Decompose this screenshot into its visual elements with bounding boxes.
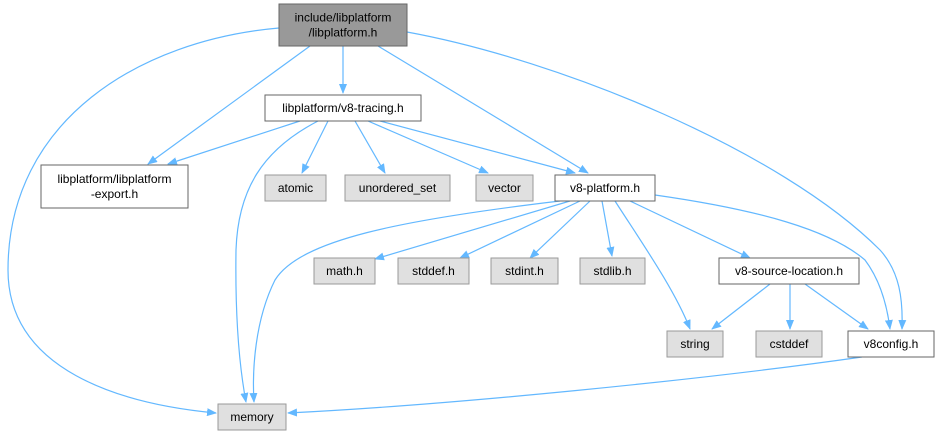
edge-tracing-to-platform <box>379 120 576 175</box>
node-label: stdint.h <box>505 264 544 278</box>
node-box <box>217 403 287 431</box>
node-cstddef: cstddef <box>755 330 823 358</box>
edge-root-to-export <box>147 45 311 165</box>
node-box <box>490 257 559 285</box>
node-box <box>579 257 646 285</box>
node-box <box>264 174 327 202</box>
edge-v8config-to-memory <box>287 356 863 417</box>
edge-platform-to-v8config <box>654 194 893 330</box>
edge-line <box>301 120 329 174</box>
node-box <box>666 330 724 358</box>
edge-line <box>406 31 907 330</box>
edge-platform-to-srcloc <box>629 200 751 259</box>
edge-tracing-to-vector <box>367 120 489 174</box>
edge-line <box>529 200 591 259</box>
edge-srcloc-to-string <box>711 283 771 330</box>
edge-line <box>654 194 893 330</box>
edge-srcloc-to-v8config <box>804 283 869 330</box>
node-v8config[interactable]: v8config.h <box>847 330 935 358</box>
node-box <box>475 174 534 202</box>
edge-line <box>287 356 863 417</box>
edge-platform-to-stdint <box>529 200 591 259</box>
node-label: string <box>680 337 709 351</box>
node-label: libplatform/v8-tracing.h <box>282 101 403 115</box>
edge-line <box>235 120 319 403</box>
edge-tracing-to-unordered_set <box>354 120 386 174</box>
node-box <box>397 257 470 285</box>
edge-line <box>804 283 869 330</box>
nodes-layer: include/libplatform/libplatform.h libplat… <box>40 3 935 431</box>
edge-root-to-v8config <box>406 31 907 330</box>
node-label: libplatform/libplatform <box>57 172 171 186</box>
edge-line <box>377 45 589 174</box>
edge-line <box>614 200 691 330</box>
node-label: cstddef <box>770 337 809 351</box>
node-unordered_set: unordered_set <box>344 174 451 202</box>
node-box <box>40 164 189 209</box>
node-label: -export.h <box>91 187 138 201</box>
edge-line <box>167 120 301 166</box>
node-box <box>264 94 422 122</box>
node-label: v8-source-location.h <box>735 264 843 278</box>
node-label: math.h <box>326 264 363 278</box>
node-box <box>847 330 935 358</box>
edge-root-to-memory <box>7 27 280 417</box>
node-stdint: stdint.h <box>490 257 559 285</box>
node-label: unordered_set <box>359 181 437 195</box>
node-srcloc[interactable]: v8-source-location.h <box>718 257 860 285</box>
node-string: string <box>666 330 724 358</box>
edge-line <box>374 200 571 261</box>
node-box <box>755 330 823 358</box>
node-label: memory <box>230 410 273 424</box>
node-vector: vector <box>475 174 534 202</box>
node-export[interactable]: libplatform/libplatform-export.h <box>40 164 189 209</box>
node-memory: memory <box>217 403 287 431</box>
node-label: /libplatform.h <box>309 26 378 40</box>
node-label: vector <box>488 181 521 195</box>
node-stddef: stddef.h <box>397 257 470 285</box>
edge-root-to-platform <box>377 45 589 174</box>
node-tracing[interactable]: libplatform/v8-tracing.h <box>264 94 422 122</box>
node-math: math.h <box>313 257 376 285</box>
edge-line <box>367 120 489 174</box>
edge-tracing-to-memory <box>235 120 319 403</box>
edge-line <box>459 200 581 259</box>
node-label: include/libplatform <box>295 11 392 25</box>
edge-line <box>249 200 561 403</box>
edge-line <box>601 200 615 257</box>
node-root[interactable]: include/libplatform/libplatform.h <box>278 3 408 47</box>
node-box <box>554 174 656 202</box>
edge-tracing-to-export <box>167 120 301 166</box>
edge-line <box>354 120 386 174</box>
edge-line <box>147 45 311 165</box>
node-label: stddef.h <box>412 264 455 278</box>
node-label: atomic <box>278 181 313 195</box>
node-label: v8-platform.h <box>570 181 640 195</box>
node-box <box>344 174 451 202</box>
edge-line <box>711 283 771 330</box>
node-label: stdlib.h <box>593 264 631 278</box>
edge-tracing-to-atomic <box>301 120 329 174</box>
node-label: v8config.h <box>864 337 919 351</box>
edge-line <box>7 27 280 417</box>
edge-platform-to-stdlib <box>601 200 615 257</box>
edges-layer <box>7 27 907 417</box>
edge-line <box>379 120 576 175</box>
node-box <box>278 3 408 47</box>
edge-platform-to-memory <box>249 200 561 403</box>
node-platform[interactable]: v8-platform.h <box>554 174 656 202</box>
edge-line <box>629 200 751 259</box>
node-stdlib: stdlib.h <box>579 257 646 285</box>
edge-platform-to-math <box>374 200 571 261</box>
edge-platform-to-stddef <box>459 200 581 259</box>
node-box <box>718 257 860 285</box>
node-atomic: atomic <box>264 174 327 202</box>
edge-platform-to-string <box>614 200 691 330</box>
node-box <box>313 257 376 285</box>
